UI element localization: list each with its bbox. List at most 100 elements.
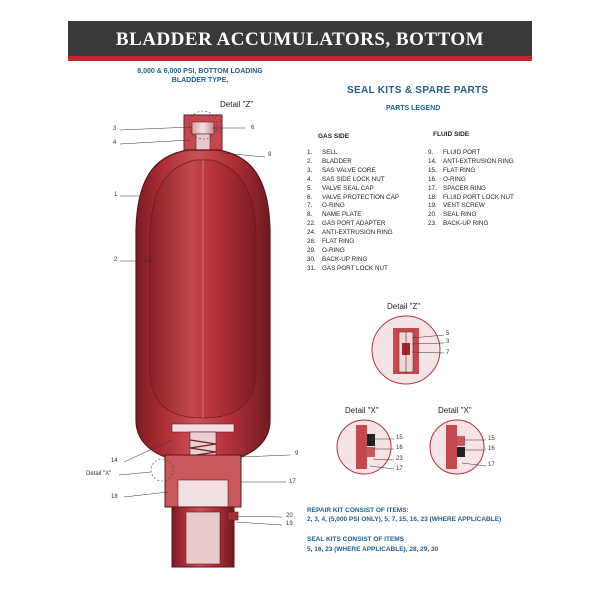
legend-item-number: 1. (307, 149, 313, 156)
detail-x-inset-left (336, 419, 395, 475)
legend-item-label: O-RING (322, 246, 345, 254)
detail-x-inset-right (429, 419, 487, 475)
legend-item-number: 30. (307, 255, 316, 263)
legend-item-label: VENT SCREW (443, 202, 485, 210)
legend-item-number: 2. (307, 157, 313, 165)
legend-item-number: 6. (307, 193, 313, 201)
legend-item-label: SEAL RING (443, 211, 477, 219)
detail-z-callout-7: 7 (446, 350, 450, 356)
parts-legend-heading: PARTS LEGEND (386, 105, 441, 112)
legend-item-number: 22. (307, 220, 316, 228)
legend-item-number: 28. (307, 238, 316, 246)
callout-20: 20 (286, 513, 293, 519)
legend-item-label: BLADDER (322, 157, 352, 165)
legend-item-label: FLAT RING (322, 238, 355, 246)
detail-x-label-main: Detail "X" (86, 471, 112, 477)
legend-item-number: 16. (428, 175, 437, 183)
legend-item-label: NAME PLATE (322, 211, 362, 219)
detail-z-label: Detail "Z" (387, 302, 421, 311)
callout-18: 18 (111, 494, 118, 500)
callout-2: 2 (114, 257, 118, 263)
legend-item: 8. NAME PLATE (307, 211, 399, 220)
legend-item-number: 18. (428, 193, 437, 201)
legend-item-number: 15. (428, 166, 437, 174)
repair-kit-items: 2, 3, 4, (5,000 PSI ONLY), 5, 7, 15, 16,… (307, 516, 502, 523)
legend-item: 24. ANTI-EXTRUSION RING (307, 229, 399, 238)
fluid-side-title: FLUID SIDE (433, 131, 470, 138)
legend-item-number: 20. (428, 211, 437, 219)
callout-9: 9 (295, 451, 299, 457)
legend-item-label: VALVE SEAL CAP (322, 184, 374, 192)
legend-item-label: BACK-UP RING (443, 220, 489, 228)
callout-6: 6 (251, 125, 255, 131)
repair-kit-title: REPAIR KIT CONSIST OF ITEMS: (307, 507, 409, 514)
detail-z-marker (188, 110, 218, 140)
legend-item-label: ANTI-EXTRUSION RING (322, 229, 393, 237)
legend-item-label: O-RING (443, 175, 466, 183)
page-title: BLADDER ACCUMULATORS, BOTTOM LOADING (115, 29, 485, 88)
legend-item: 5. VALVE SEAL CAP (307, 185, 399, 194)
legend-item-label: GAS PORT LOCK NUT (322, 264, 388, 272)
callout-14: 14 (111, 458, 118, 464)
legend-item: 1.SELL (307, 149, 399, 158)
legend-item-label: O-RING (322, 202, 345, 210)
legend-item: 3. SAS VALVE CORE (307, 167, 399, 176)
detail-z-callout-5: 5 (446, 331, 450, 337)
subtitle: 8,000 & 6,000 PSI, BOTTOM LOADING BLADDE… (100, 67, 300, 85)
legend-item-label: SAS SIDE LOCK NUT (322, 175, 385, 183)
callout-8: 8 (268, 152, 272, 158)
legend-item-number: 31. (307, 264, 316, 272)
legend-item-number: 8. (307, 211, 313, 219)
legend-item: 28. FLAT RING (307, 238, 399, 247)
callout-19: 19 (286, 521, 293, 527)
detail-x-right-label: Detail "X" (438, 406, 472, 415)
detail-z-inset (371, 315, 445, 385)
legend-item-number: 17. (428, 184, 437, 192)
legend-item: 29. O-RING (307, 247, 399, 256)
legend-item-number: 3. (307, 166, 313, 174)
legend-item-label: ANTI-EXTRUSION RING (443, 157, 514, 165)
legend-item-number: 23. (428, 220, 437, 228)
legend-item: 6. VALVE PROTECTION CAP (307, 194, 399, 203)
legend-item-label: GAS PORT ADAPTER (322, 220, 386, 228)
legend-item-number: 4. (307, 175, 313, 183)
legend-item: 30.BACK-UP RING (307, 256, 399, 265)
legend-item: 7. O-RING (307, 202, 399, 211)
legend-item: 15.FLAT RING (428, 167, 514, 176)
legend-item: 18. FLUID PORT LOCK NUT (428, 194, 514, 203)
detail-x-left-label: Detail "X" (345, 406, 379, 415)
legend-item: 23. BACK-UP RING (428, 220, 514, 229)
subtitle-line-1: 8,000 & 6,000 PSI, BOTTOM LOADING (137, 68, 263, 75)
detail-x2-callout-17: 17 (488, 462, 495, 468)
detail-x1-callout-16: 16 (396, 445, 403, 451)
legend-item-number: 7. (307, 202, 313, 210)
legend-item-number: 14. (428, 157, 437, 165)
legend-item-number: 19. (428, 202, 437, 210)
legend-item: 14. ANTI-EXTRUSION RING (428, 158, 514, 167)
legend-item-number: 29. (307, 246, 316, 254)
legend-item-label: SPACER RING (443, 184, 486, 192)
legend-item: 20. SEAL RING (428, 211, 514, 220)
legend-item-label: FLUID PORT (443, 149, 481, 156)
legend-item: 4. SAS SIDE LOCK NUT (307, 176, 399, 185)
legend-item: 17. SPACER RING (428, 185, 514, 194)
detail-x2-callout-15: 15 (488, 436, 495, 442)
detail-x-marker (150, 458, 174, 482)
seal-kit-items: 5, 16, 23 (WHERE APPLICABLE), 28, 29, 30 (307, 546, 439, 553)
subtitle-line-2: BLADDER TYPE, (171, 77, 229, 84)
detail-z-callout-3: 3 (446, 339, 450, 345)
legend-item: 19. VENT SCREW (428, 202, 514, 211)
legend-item-label: FLUID PORT LOCK NUT (443, 193, 514, 201)
legend-item-label: SAS VALVE CORE (322, 166, 376, 174)
callout-1: 1 (114, 192, 118, 198)
legend-item-number: 5. (307, 184, 313, 192)
detail-x1-callout-15: 15 (396, 435, 403, 441)
legend-item-number: 24. (307, 229, 316, 237)
seal-kit-title: SEAL KITS CONSIST OF ITEMS (307, 536, 405, 543)
legend-item-label: VALVE PROTECTION CAP (322, 193, 400, 201)
legend-item: 22. GAS PORT ADAPTER (307, 220, 399, 229)
bottom-fluid-port (164, 454, 242, 568)
